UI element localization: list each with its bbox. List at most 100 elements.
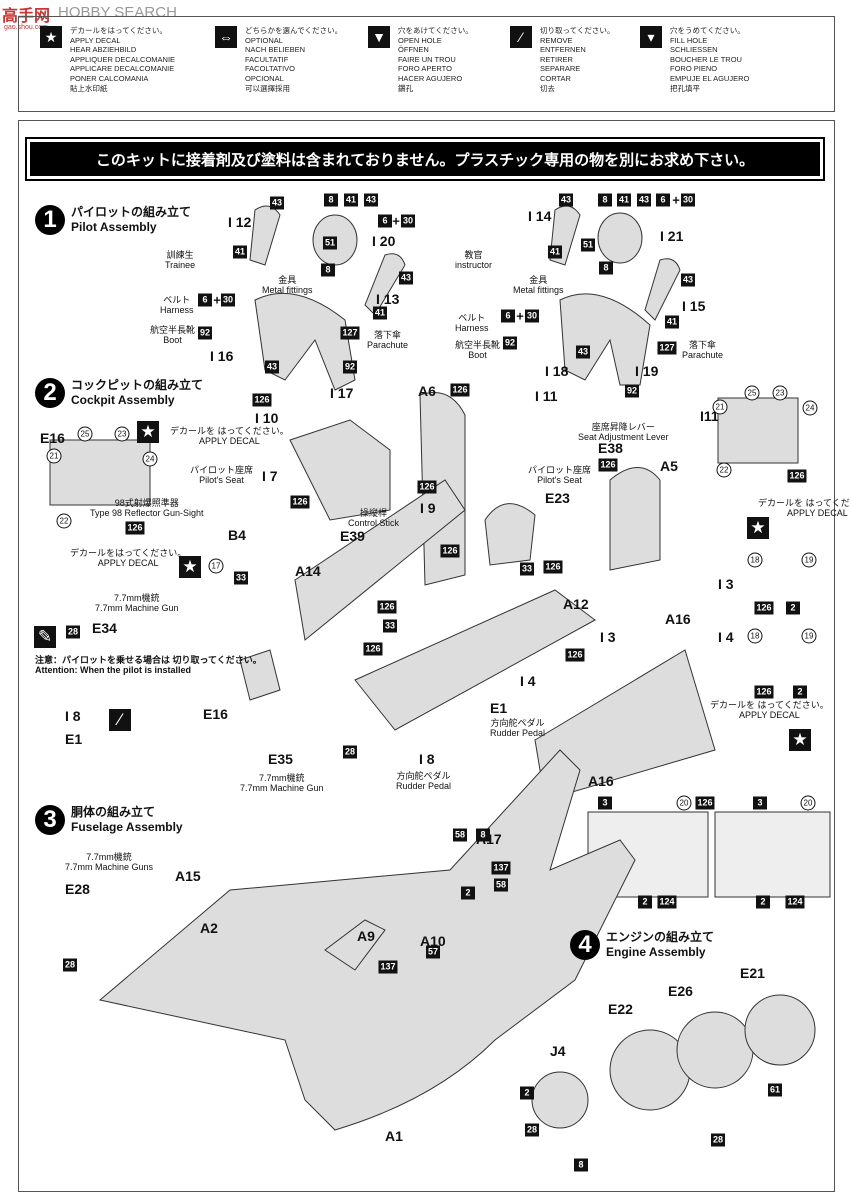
paint-badge: 8: [476, 828, 490, 842]
part-label: I 7: [262, 468, 278, 484]
step-number: 3: [35, 805, 65, 835]
note-en: Boot: [468, 350, 487, 360]
step-number: 1: [35, 205, 65, 235]
watermark-url: gao.shou.com: [4, 24, 48, 31]
decal-number: 20: [800, 795, 816, 811]
part-label: I 3: [600, 629, 616, 645]
plus-sign: +: [516, 308, 524, 324]
legend-line: 把孔填平: [670, 83, 700, 93]
legend-line: 貼上水印紙: [70, 83, 108, 93]
legend-line: 穴をあけてください。: [398, 26, 473, 35]
part-label: A16: [665, 611, 691, 627]
note-en: Seat Adjustment Lever: [578, 432, 669, 442]
paint-badge: 137: [491, 861, 511, 875]
paint-badge: 8: [599, 261, 613, 275]
paint-badge: 8: [598, 193, 612, 207]
paint-badge: 126: [377, 600, 397, 614]
paint-badge: 30: [220, 293, 236, 307]
panel-detail-right: [714, 811, 831, 898]
note-en: Boot: [163, 335, 182, 345]
note-jp: 7.7mm機銃: [114, 593, 160, 603]
decal-number: 17: [208, 558, 224, 574]
side-panel-a14: [294, 479, 466, 641]
part-label: A16: [588, 773, 614, 789]
paint-badge: 30: [524, 309, 540, 323]
note-en: instructor: [455, 260, 493, 270]
note-jp: ベルト: [458, 313, 486, 323]
knife-icon: ⁄: [109, 709, 131, 731]
note-jp: 方向舵ペダル: [396, 771, 451, 781]
step-number: 2: [35, 378, 65, 408]
note-jp: 金具: [529, 275, 548, 285]
paint-badge: 30: [680, 193, 696, 207]
gun-e16: [239, 649, 281, 701]
legend-line: BOUCHER LE TROU: [670, 54, 742, 64]
note-jp: 座席昇降レバー: [591, 422, 655, 432]
decal-number: 19: [801, 552, 817, 568]
paint-badge: 2: [786, 601, 800, 615]
note-jp: 航空半長靴: [150, 325, 196, 335]
part-label: I 10: [255, 410, 279, 426]
decal-number: 21: [712, 399, 728, 415]
note-jp: 操縦桿: [360, 508, 388, 518]
legend-line: APPLIQUER DECALCOMANIE: [70, 54, 176, 64]
note-en: Pilot's Seat: [199, 475, 244, 485]
star-icon: ★: [179, 556, 201, 578]
paint-badge: 126: [440, 544, 460, 558]
legend-line: NACH BELIEBEN: [245, 45, 306, 55]
part-label: E28: [65, 881, 90, 897]
star-icon: ★: [789, 729, 811, 751]
decal-number: 24: [802, 400, 818, 416]
legend-line: CORTAR: [540, 73, 571, 83]
paint-badge: 126: [290, 495, 310, 509]
paint-badge: 41: [232, 245, 248, 259]
paint-badge: 43: [636, 193, 652, 207]
paint-badge: 126: [252, 393, 272, 407]
note-jp: ベルト: [163, 295, 191, 305]
paint-badge: 126: [787, 469, 807, 483]
note-en: Parachute: [682, 350, 724, 360]
star-icon: ★: [137, 421, 159, 443]
paint-badge: 41: [616, 193, 632, 207]
paint-badge: 126: [363, 642, 383, 656]
legend-line: 鑽孔: [398, 83, 413, 93]
paint-badge: 58: [452, 828, 468, 842]
cockpit-floor-a12: [354, 589, 596, 731]
note-jp: 注意：パイロットを乗せる場合は 切り取ってください。: [35, 655, 262, 665]
part-label: E23: [545, 490, 570, 506]
paint-badge: 126: [598, 458, 618, 472]
step-title-en: Engine Assembly: [606, 945, 706, 959]
legend-line: SEPARARE: [540, 64, 581, 74]
paint-badge: 8: [574, 1158, 588, 1172]
step-title-jp: コックピットの組み立て: [71, 378, 204, 392]
note-en: Harness: [455, 323, 489, 333]
paint-badge: 6: [198, 293, 212, 307]
note-jp: 訓練生: [166, 250, 194, 260]
paint-badge: 126: [543, 560, 563, 574]
legend-line: FILL HOLE: [670, 35, 708, 45]
legend-line: SCHLIESSEN: [670, 45, 718, 55]
paint-badge: 126: [565, 648, 585, 662]
paint-badge: 6: [656, 193, 670, 207]
part-label: A2: [200, 920, 218, 936]
note-en: Rudder Pedal: [490, 728, 546, 738]
note-en: APPLY DECAL: [199, 436, 260, 446]
part-label: I 16: [210, 348, 234, 364]
paint-badge: 126: [754, 685, 774, 699]
paint-badge: 137: [378, 960, 398, 974]
note-en: Parachute: [367, 340, 409, 350]
step-title-jp: エンジンの組み立て: [606, 930, 715, 944]
decal-number: 22: [56, 513, 72, 529]
note-jp: デカールをはってください。: [70, 548, 187, 558]
plus-sign: +: [672, 192, 680, 208]
paint-badge: 3: [598, 796, 612, 810]
